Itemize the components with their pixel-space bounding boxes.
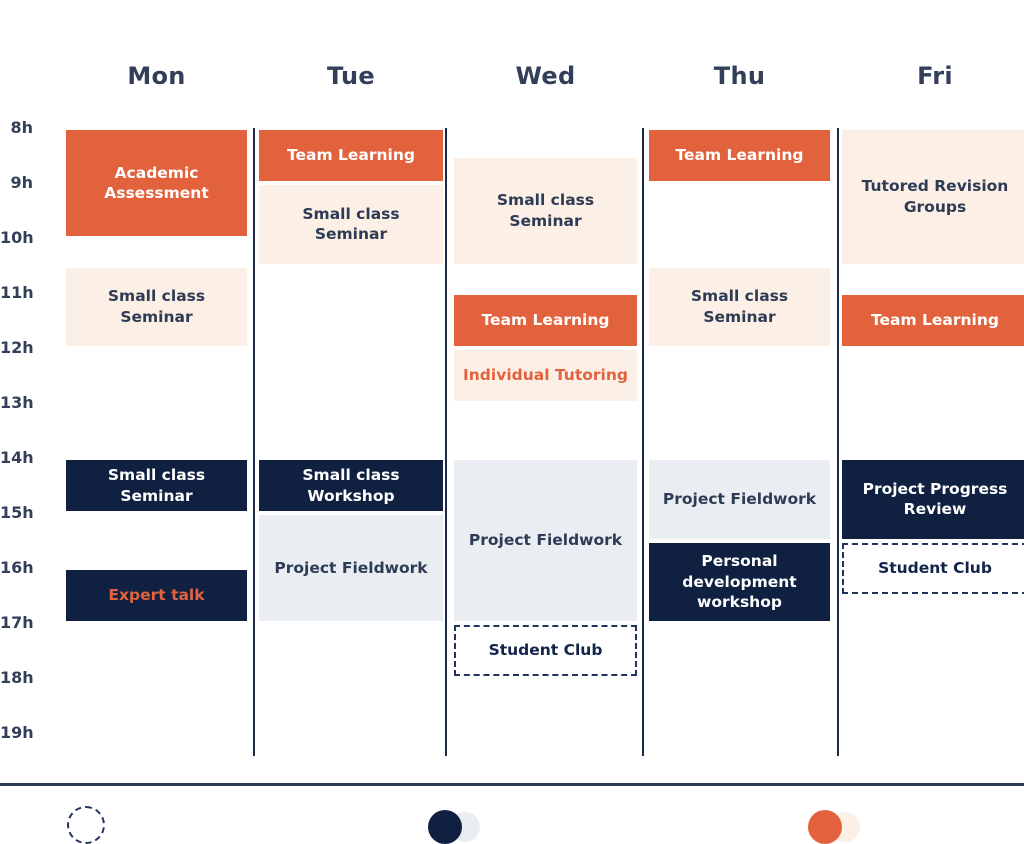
column-separator-4 <box>837 128 839 756</box>
event-personal-development-workshop: Personal development workshop <box>649 542 830 621</box>
event-label: Small class Seminar <box>302 204 400 244</box>
hour-label-15h: 15h <box>0 503 34 523</box>
legend-navy-circle <box>428 810 462 844</box>
footer-divider <box>0 783 1024 786</box>
event-label: Team Learning <box>481 311 610 330</box>
event-small-class-seminar: Small class Seminar <box>66 267 247 346</box>
event-label: Project Fieldwork <box>274 558 428 577</box>
event-label: Team Learning <box>286 146 415 165</box>
event-team-learning: Team Learning <box>649 130 830 181</box>
event-project-fieldwork: Project Fieldwork <box>259 515 443 621</box>
event-expert-talk: Expert talk <box>66 570 247 621</box>
legend-dashed-circle <box>67 806 105 844</box>
event-team-learning: Team Learning <box>454 295 637 346</box>
day-header-thu: Thu <box>713 62 766 90</box>
day-header-fri: Fri <box>917 62 953 90</box>
legend-orange-circle <box>808 810 842 844</box>
event-label: Personal development workshop <box>682 552 797 611</box>
hour-label-17h: 17h <box>0 613 34 633</box>
hour-label-13h: 13h <box>0 393 34 413</box>
event-label: Project Fieldwork <box>662 490 817 509</box>
event-academic-assessment: Academic Assessment <box>66 130 247 236</box>
event-team-learning: Team Learning <box>842 295 1024 346</box>
event-label: Academic Assessment <box>104 163 209 202</box>
event-individual-tutoring: Individual Tutoring <box>454 350 637 401</box>
hour-label-10h: 10h <box>0 228 34 248</box>
event-label: Small class Seminar <box>690 287 789 326</box>
hour-label-9h: 9h <box>10 173 33 193</box>
hour-label-11h: 11h <box>0 283 34 303</box>
event-student-club: Student Club <box>842 542 1024 594</box>
event-small-class-workshop: Small class Workshop <box>259 460 443 511</box>
event-label: Small class Seminar <box>107 287 206 326</box>
hour-label-14h: 14h <box>0 448 34 468</box>
event-label: Team Learning <box>675 146 804 165</box>
hour-label-18h: 18h <box>0 668 34 688</box>
hour-label-19h: 19h <box>0 723 34 743</box>
event-small-class-seminar: Small class Seminar <box>66 460 247 511</box>
event-small-class-seminar: Small class Seminar <box>649 267 830 346</box>
event-small-class-seminar: Small class Seminar <box>454 157 637 264</box>
day-header-tue: Tue <box>327 62 375 90</box>
hour-label-12h: 12h <box>0 338 34 358</box>
column-separator-2 <box>445 128 447 756</box>
hour-label-16h: 16h <box>0 558 34 578</box>
day-header-mon: Mon <box>127 62 186 90</box>
event-tutored-revision-groups: Tutored Revision Groups <box>842 130 1024 264</box>
event-label: Team Learning <box>870 311 999 330</box>
event-label: Expert talk <box>108 586 205 605</box>
event-label: Project Progress Review <box>862 479 1008 519</box>
column-separator-3 <box>642 128 644 756</box>
event-label: Tutored Revision Groups <box>861 177 1009 216</box>
event-label: Student Club <box>488 641 603 660</box>
event-project-progress-review: Project Progress Review <box>842 460 1024 539</box>
event-project-fieldwork: Project Fieldwork <box>454 460 637 621</box>
event-small-class-seminar: Small class Seminar <box>259 185 443 264</box>
event-label: Student Club <box>878 558 992 577</box>
hour-label-8h: 8h <box>10 118 33 138</box>
event-label: Individual Tutoring <box>463 366 628 385</box>
event-label: Small class Seminar <box>107 466 206 505</box>
event-label: Small class Seminar <box>496 191 595 230</box>
event-student-club: Student Club <box>454 625 637 676</box>
day-header-wed: Wed <box>515 62 576 90</box>
event-label: Project Fieldwork <box>468 531 623 550</box>
event-project-fieldwork: Project Fieldwork <box>649 460 830 539</box>
event-team-learning: Team Learning <box>259 130 443 181</box>
event-label: Small class Workshop <box>302 466 400 505</box>
column-separator-1 <box>253 128 255 756</box>
